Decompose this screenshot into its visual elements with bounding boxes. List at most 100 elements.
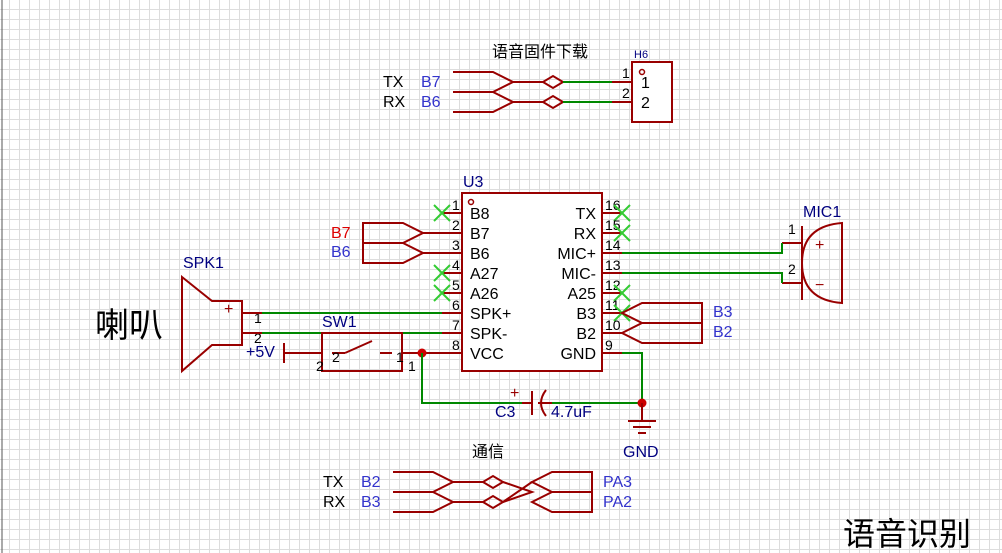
- u3-pin-16-noconnect: [613, 204, 631, 222]
- fw-tx-label: TX: [383, 74, 404, 91]
- wire-gnd: [622, 352, 643, 403]
- u3-pin-4-noconnect: [433, 264, 451, 282]
- u3-pin-1-noconnect: [433, 204, 451, 222]
- speaker-label: 喇叭: [95, 307, 163, 345]
- spk1-plus: +: [224, 301, 233, 318]
- u3-pin-2-name: B7: [470, 226, 490, 243]
- sw1-contact: [332, 340, 392, 354]
- comm-net-pa2: PA2: [603, 494, 632, 511]
- c3-ref: C3: [495, 404, 516, 421]
- header-h6-body: [631, 61, 673, 123]
- sw1-outer-pin2: 2: [316, 358, 324, 374]
- u3-pin-10-num: 10: [605, 317, 621, 333]
- u3-left-net-flags: [362, 222, 426, 264]
- power-5v-label: +5V: [246, 344, 275, 361]
- fw-rx-net: B6: [421, 94, 441, 111]
- u3-pin-13-num: 13: [605, 257, 621, 273]
- comm-rx-label: RX: [323, 494, 346, 511]
- u3-pin-10-name: B2: [576, 326, 596, 343]
- c3-value: 4.7uF: [551, 404, 592, 421]
- header-pin1-name: 1: [641, 75, 650, 92]
- u3-right-net-flags: [619, 302, 703, 344]
- u3-pin-11-num: 11: [605, 297, 620, 313]
- header-h6-ref: H6: [634, 49, 648, 61]
- sw1-outer-pin1: 1: [408, 358, 416, 374]
- u3-pin-14-num: 14: [605, 237, 621, 253]
- wire-mic-plus: [622, 243, 783, 254]
- u3-pin-3-num: 3: [452, 237, 460, 253]
- u3-net-b7: B7: [331, 225, 351, 242]
- u3-pin-11-name: B3: [576, 306, 596, 323]
- spk1-pin2: 2: [254, 330, 262, 346]
- fw-net-flags-left: [453, 71, 516, 113]
- u3-pin-9-num: 9: [605, 337, 613, 353]
- u3-ref: U3: [463, 174, 484, 191]
- u3-pin-14-name: MIC+: [557, 246, 596, 263]
- spk1-pin1: 1: [254, 310, 262, 326]
- u3-pin-6-num: 6: [452, 297, 460, 313]
- u3-pin-16-name: TX: [576, 206, 597, 223]
- u3-pin-1-num: 1: [452, 197, 460, 213]
- spk1-ref: SPK1: [183, 255, 224, 272]
- comm-net-pa3: PA3: [603, 474, 632, 491]
- u3-pin-8-num: 8: [452, 337, 460, 353]
- u3-pin-5-num: 5: [452, 277, 460, 293]
- comm-tx-label: TX: [323, 474, 344, 491]
- comm-title: 通信: [472, 443, 504, 461]
- header-pin2-num: 2: [622, 85, 630, 101]
- u3-pin-4-num: 4: [452, 257, 460, 273]
- header-pin2-name: 2: [641, 95, 650, 112]
- mic1-minus: −: [815, 277, 824, 294]
- spk1-pin-stubs: [242, 312, 262, 334]
- mic1-ref: MIC1: [803, 204, 841, 221]
- mic1-pin2: 2: [788, 261, 796, 277]
- u3-pin-6-name: SPK+: [470, 306, 511, 323]
- c3-plus: +: [510, 385, 519, 402]
- wire-mic-minus: [622, 272, 783, 283]
- gnd-label: GND: [623, 444, 659, 461]
- u3-pin-9-name: GND: [560, 346, 596, 363]
- fw-rx-label: RX: [383, 94, 406, 111]
- u3-net-b3: B3: [713, 304, 733, 321]
- u3-pin-5-name: A26: [470, 286, 499, 303]
- u3-pin-12-name: A25: [568, 286, 597, 303]
- mic1-pin1: 1: [788, 221, 796, 237]
- comm-crossover: [502, 481, 536, 503]
- comm-diamonds: [453, 474, 505, 510]
- comm-tx-net: B2: [361, 474, 381, 491]
- u3-net-b2: B2: [713, 324, 733, 341]
- header-pin1-marker: [638, 68, 646, 76]
- u3-pin-12-noconnect: [613, 284, 631, 302]
- comm-rx-net: B3: [361, 494, 381, 511]
- comm-left-flags: [393, 471, 456, 513]
- sw1-pin2: 2: [332, 349, 340, 365]
- u3-pin1-marker: [467, 198, 475, 206]
- u3-pin-15-name: RX: [574, 226, 597, 243]
- u3-pin-4-name: A27: [470, 266, 499, 283]
- u3-pin-15-noconnect: [613, 224, 631, 242]
- fw-net-diamonds: [513, 74, 565, 110]
- sheet-title: 语音识别: [843, 516, 971, 552]
- u3-pin-7-num: 7: [452, 317, 460, 333]
- wire-vcc-c3: [421, 353, 522, 404]
- fw-tx-net: B7: [421, 74, 441, 91]
- comm-right-flags: [529, 471, 593, 513]
- power-5v-symbol: [283, 343, 322, 363]
- header-pin1-num: 1: [622, 65, 630, 81]
- u3-pin-13-name: MIC-: [561, 266, 596, 283]
- mic1-pin-stubs: [782, 242, 802, 284]
- c3-plate-plus: [522, 391, 533, 415]
- mic1-plus: +: [815, 237, 824, 254]
- u3-pin-3-name: B6: [470, 246, 490, 263]
- firmware-title: 语音固件下载: [492, 43, 588, 61]
- sw1-pin1: 1: [396, 349, 404, 365]
- u3-pin-7-name: SPK-: [470, 326, 507, 343]
- u3-net-b6: B6: [331, 244, 351, 261]
- u3-pin-5-noconnect: [433, 284, 451, 302]
- u3-pin-8-name: VCC: [470, 346, 504, 363]
- spk1-body: [181, 274, 243, 374]
- gnd-symbol: [628, 403, 656, 434]
